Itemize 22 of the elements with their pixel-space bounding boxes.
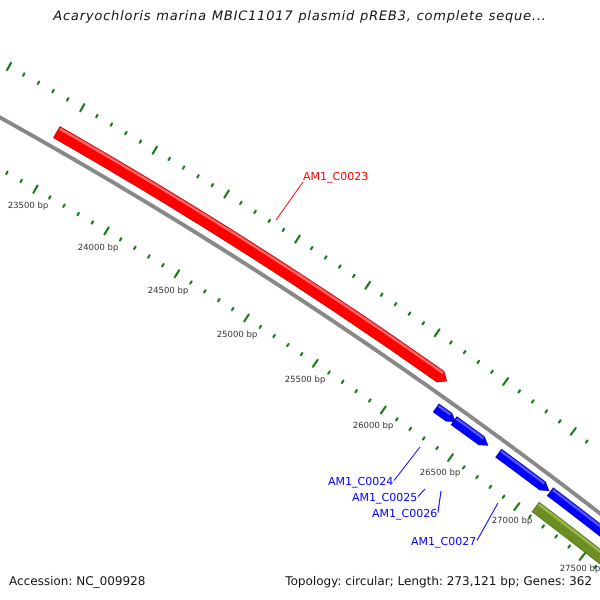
summary-text: Topology: circular; Length: 273,121 bp; Genes: 362 [285, 574, 592, 588]
tick-label: 27500 bp [560, 564, 600, 574]
leader-line [276, 182, 304, 220]
tick-label: 26000 bp [352, 421, 394, 431]
tick-label: 23500 bp [8, 201, 48, 211]
tick-label: 24000 bp [78, 243, 118, 253]
leader-line [394, 446, 420, 481]
tick-label: 26500 bp [420, 468, 460, 478]
title: Acaryochloris marina MBIC11017 plasmid pREB3, complete seque... [52, 9, 548, 24]
leader-line [438, 490, 442, 513]
leader-line [476, 502, 498, 541]
accession-text: Accession: NC_009928 [9, 574, 146, 588]
tick-label: 25500 bp [284, 375, 326, 385]
leader-line [418, 488, 426, 497]
gene-label: AM1_C0025 [352, 491, 418, 504]
tick-label: 27000 bp [492, 516, 532, 526]
gene-label: AM1_C0023 [303, 170, 368, 183]
tick-label: 24500 bp [148, 286, 188, 296]
gene-label: AM1_C0024 [328, 475, 394, 488]
tick-label: 25000 bp [216, 330, 258, 340]
gene-label: AM1_C0027 [411, 535, 476, 548]
gene-label: AM1_C0026 [372, 507, 438, 520]
